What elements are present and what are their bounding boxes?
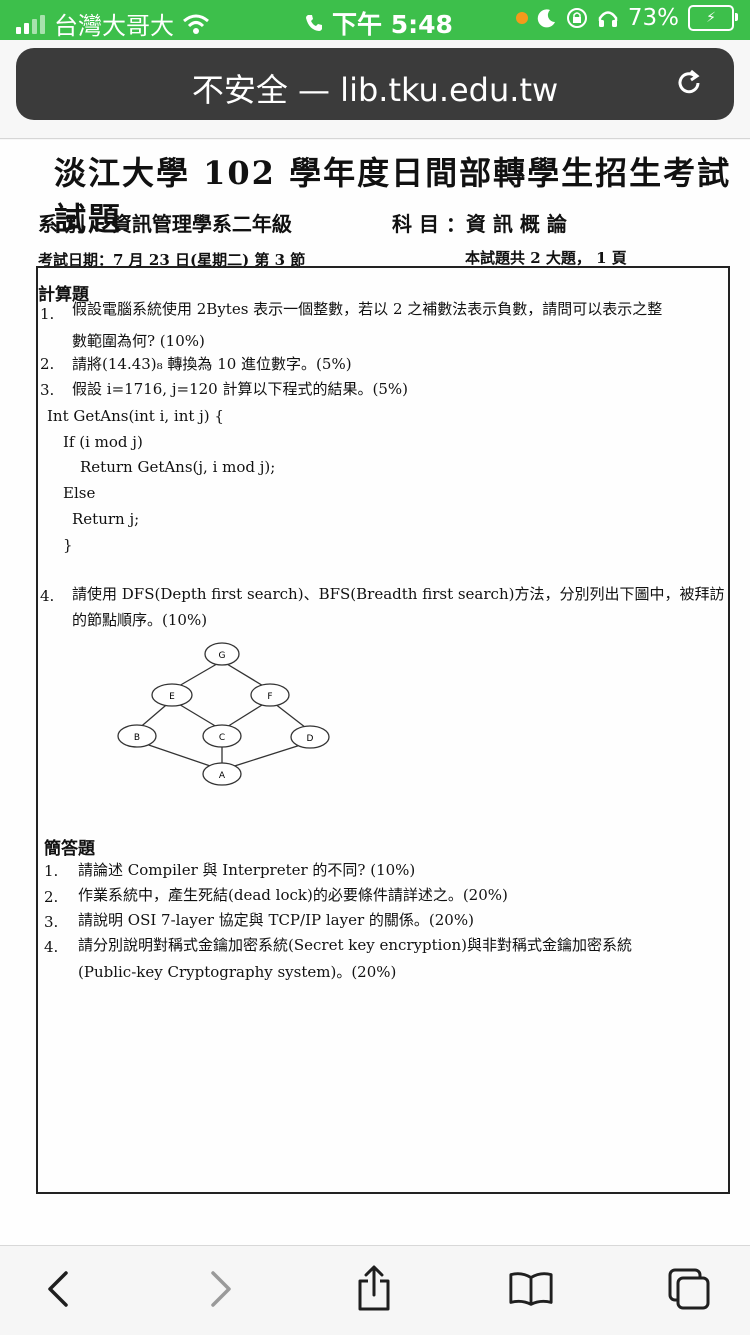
- page-count: 本試題共 2 大題， 1 頁: [465, 249, 627, 267]
- code-line: }: [63, 536, 73, 554]
- question-number: 2.: [44, 888, 59, 906]
- exam-date: 考試日期：7 月 23 日(星期二) 第 3 節: [38, 251, 306, 269]
- moon-icon: [537, 9, 555, 28]
- question-number: 4.: [44, 938, 59, 956]
- graph-node-label: E: [169, 692, 175, 702]
- divider: [0, 138, 750, 139]
- tabs-icon: [668, 1268, 710, 1310]
- subject-label: 科 目 ：資 訊 概 論: [392, 212, 567, 236]
- graph-node-b: B: [117, 724, 157, 748]
- graph-diagram: G E F B C D A: [117, 642, 330, 786]
- battery-percent: 73%: [627, 5, 679, 31]
- short-question-3: 請說明 OSI 7-layer 協定與 TCP/IP layer 的關係。(20…: [78, 911, 474, 929]
- status-center: 下午 5:48: [304, 5, 453, 41]
- graph-node-a: A: [202, 762, 242, 786]
- graph-node-label: F: [267, 692, 272, 702]
- battery-icon: ⚡: [688, 5, 738, 31]
- graph-node-d: D: [290, 725, 330, 749]
- question-4-line-2: 的節點順序。(10%): [72, 611, 208, 629]
- status-right: 73% ⚡: [515, 5, 738, 31]
- question-3: 假設 i=1716, j=120 計算以下程式的結果。(5%): [72, 380, 408, 398]
- graph-node-c: C: [202, 724, 242, 748]
- address-bar[interactable]: 不安全 — lib.tku.edu.tw: [16, 48, 734, 120]
- clock: 下午 5:48: [332, 10, 453, 39]
- back-icon: [48, 1271, 68, 1307]
- question-number: 1.: [40, 305, 55, 323]
- question-2: 請將(14.43)₈ 轉換為 10 進位數字。(5%): [72, 355, 352, 373]
- share-icon: [358, 1265, 390, 1311]
- section-heading-short: 簡答題: [44, 839, 95, 859]
- graph-node-label: A: [219, 771, 226, 781]
- forward-button[interactable]: [197, 1266, 243, 1312]
- question-1-line-1: 假設電腦系統使用 2Bytes 表示一個整數，若以 2 之補數法表示負數，請問可…: [72, 300, 663, 318]
- forward-icon: [211, 1271, 231, 1307]
- code-line: Return GetAns(j, i mod j);: [80, 458, 276, 476]
- lock-rotation-icon: [566, 8, 587, 28]
- bookmarks-icon: [509, 1272, 553, 1306]
- graph-node-label: C: [219, 733, 225, 743]
- tabs-button[interactable]: [666, 1266, 712, 1312]
- phone-icon: [306, 15, 322, 31]
- code-line: Else: [63, 484, 96, 502]
- code-line: Return j;: [72, 510, 140, 528]
- section-heading-calc: 計算題: [38, 285, 89, 305]
- wifi-icon: [183, 14, 209, 34]
- code-line: If (i mod j): [63, 433, 143, 451]
- question-number: 2.: [40, 355, 55, 373]
- address-text[interactable]: 不安全 — lib.tku.edu.tw: [191, 71, 559, 109]
- headphones-icon: [598, 11, 618, 27]
- document-page: [0, 140, 750, 1245]
- short-question-4-line-2: (Public-key Cryptography system)。(20%): [78, 963, 397, 981]
- question-1-line-2: 數範圍為何? (10%): [72, 332, 205, 350]
- graph-node-label: D: [307, 734, 314, 744]
- back-button[interactable]: [36, 1266, 82, 1312]
- graph-node-label: B: [134, 733, 140, 743]
- short-question-4-line-1: 請分別說明對稱式金鑰加密系統(Secret key encryption)與非對…: [78, 936, 633, 954]
- department-label: 系 別 ：資訊管理學系二年級: [38, 212, 292, 236]
- graph-node-f: F: [250, 683, 290, 707]
- question-4-line-1: 請使用 DFS(Depth first search)、BFS(Breadth …: [72, 585, 725, 603]
- recording-indicator: [515, 12, 528, 24]
- exam-title: 淡江大學 102 學年度日間部轉學生招生考試試題: [54, 154, 732, 238]
- bookmarks-button[interactable]: [508, 1266, 554, 1312]
- graph-node-g: G: [204, 642, 240, 666]
- question-number: 4.: [40, 587, 55, 605]
- signal-icon: [16, 14, 45, 34]
- status-bar: 台灣大哥大 下午 5:48 73% ⚡: [0, 0, 750, 40]
- reload-icon[interactable]: [672, 66, 706, 100]
- question-number: 3.: [40, 381, 55, 399]
- question-number: 1.: [44, 862, 59, 880]
- short-question-2: 作業系統中，產生死結(dead lock)的必要條件請詳述之。(20%): [78, 886, 508, 904]
- code-line: Int GetAns(int i, int j) {: [47, 407, 224, 425]
- question-frame: [36, 266, 730, 1194]
- status-left: 台灣大哥大: [16, 6, 210, 41]
- browser-toolbar: [0, 1245, 750, 1335]
- graph-node-label: G: [219, 651, 226, 661]
- carrier-name: 台灣大哥大: [54, 12, 174, 40]
- short-question-1: 請論述 Compiler 與 Interpreter 的不同? (10%): [78, 861, 416, 879]
- graph-node-e: E: [151, 683, 193, 707]
- share-button[interactable]: [351, 1265, 397, 1312]
- question-number: 3.: [44, 913, 59, 931]
